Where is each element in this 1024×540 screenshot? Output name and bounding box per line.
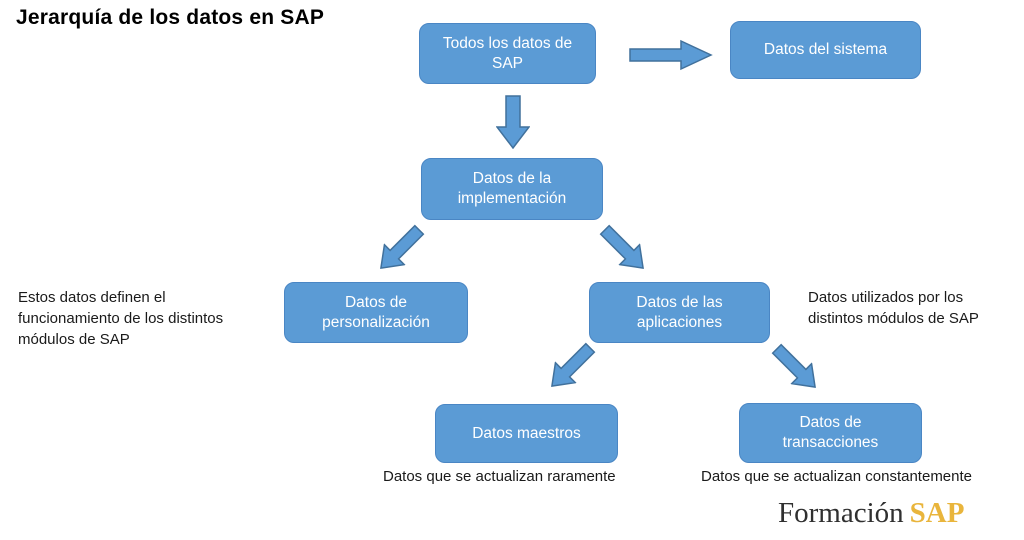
- node-todos-los-datos-de-sap: Todos los datos de SAP: [419, 23, 596, 84]
- node-datos-maestros: Datos maestros: [435, 404, 618, 463]
- logo-brand: SAP: [909, 497, 965, 529]
- note-personalizacion: Estos datos definen el funcionamiento de…: [18, 289, 224, 348]
- node-datos-de-las-aplicaciones: Datos de las aplicaciones: [589, 282, 770, 343]
- arrow-down-left-icon: [541, 337, 602, 398]
- arrow-down-right-icon: [594, 219, 655, 280]
- arrow-right-icon: [629, 39, 713, 71]
- note-maestros: Datos que se actualizan raramente: [383, 468, 616, 485]
- logo-text: Formación: [778, 497, 904, 529]
- node-datos-del-sistema: Datos del sistema: [730, 21, 921, 79]
- node-datos-de-transacciones: Datos de transacciones: [739, 403, 922, 463]
- arrow-down-right-icon: [766, 338, 827, 399]
- note-aplicaciones: Datos utilizados por los distintos módul…: [808, 289, 979, 327]
- node-datos-de-la-implementacion: Datos de la implementación: [421, 158, 603, 220]
- page-title: Jerarquía de los datos en SAP: [16, 6, 325, 29]
- arrow-down-icon: [496, 95, 530, 149]
- arrow-down-left-icon: [370, 219, 431, 280]
- note-transacciones: Datos que se actualizan constantemente: [701, 468, 973, 485]
- node-datos-de-personalizacion: Datos de personalización: [284, 282, 468, 343]
